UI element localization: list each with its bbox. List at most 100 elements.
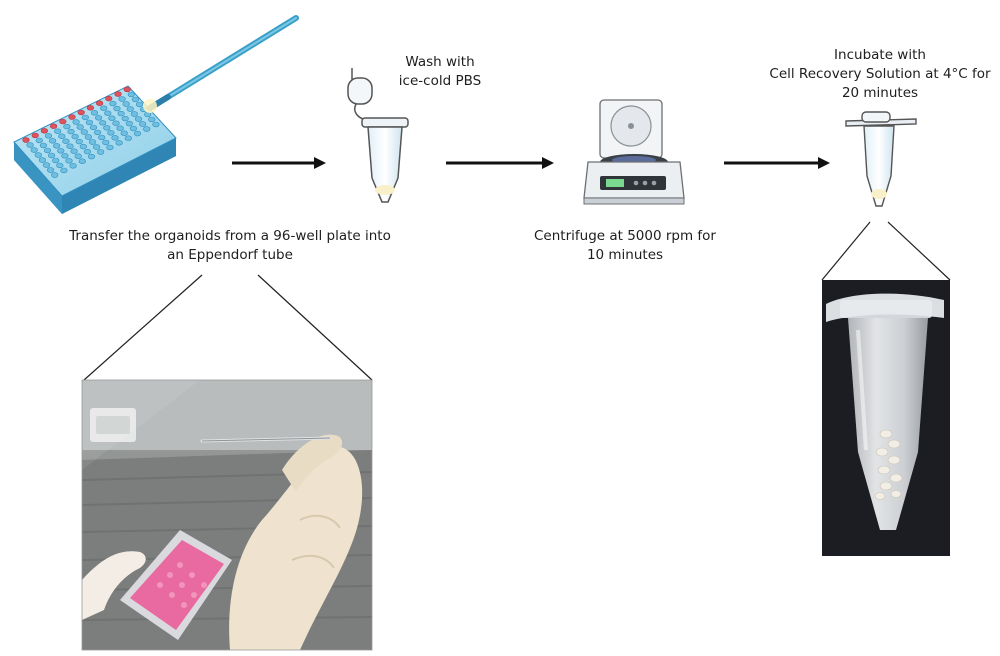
plate-well xyxy=(54,128,62,134)
plate-well xyxy=(94,115,103,121)
plate-well xyxy=(102,139,110,146)
caption-line: an Eppendorf tube xyxy=(167,247,293,263)
plate-well xyxy=(52,157,60,164)
well-plate-icon xyxy=(13,85,177,214)
caption-line: Cell Recovery Solution at 4°C for xyxy=(769,66,991,82)
plate-well xyxy=(113,105,121,112)
plate-well xyxy=(59,118,67,125)
plate-well xyxy=(117,110,125,117)
transfer-photo xyxy=(81,379,373,651)
plate-well xyxy=(126,106,134,112)
plate-well xyxy=(120,130,128,136)
plate-well xyxy=(62,138,70,144)
caption-line: Incubate with xyxy=(834,47,926,63)
plate-well xyxy=(89,124,98,131)
plate-well xyxy=(118,96,126,102)
plate-well xyxy=(125,120,133,127)
pipette-icon xyxy=(143,15,299,113)
plate-well xyxy=(98,134,106,141)
plate-well xyxy=(56,162,64,169)
plate-well xyxy=(44,133,53,139)
plate-well xyxy=(90,110,99,116)
plate-well xyxy=(65,158,73,164)
plate-well xyxy=(42,162,51,168)
tube-photo xyxy=(822,280,950,556)
plate-well xyxy=(77,109,85,116)
plate-well xyxy=(49,123,58,129)
plate-well xyxy=(148,116,156,123)
plate-well xyxy=(40,128,49,134)
plate-well xyxy=(57,148,65,154)
plate-well xyxy=(51,172,59,178)
plate-well xyxy=(99,120,107,126)
plate-well xyxy=(133,130,142,137)
plate-well xyxy=(39,142,48,149)
plate-well xyxy=(124,135,132,141)
plate-well xyxy=(67,128,75,135)
closed-tube-icon xyxy=(845,111,917,207)
plate-well xyxy=(22,137,30,143)
plate-well xyxy=(108,115,116,121)
plate-well xyxy=(26,142,34,148)
plate-well xyxy=(92,144,101,150)
plate-well xyxy=(152,121,160,128)
plate-well xyxy=(86,105,94,111)
plate-well xyxy=(63,123,71,130)
plate-well xyxy=(83,148,91,155)
plate-well xyxy=(30,147,38,153)
plate-well xyxy=(34,152,42,158)
plate-well xyxy=(105,95,113,102)
plate-well xyxy=(112,120,120,126)
plate-well xyxy=(79,143,87,150)
plate-well xyxy=(66,143,74,149)
caption-transfer: Transfer the organoids from a 96-well pl… xyxy=(20,227,440,265)
plate-well xyxy=(139,121,147,127)
plate-well xyxy=(38,157,47,163)
zoom-lines-right xyxy=(821,221,951,281)
plate-well xyxy=(97,149,105,155)
plate-well xyxy=(81,114,89,121)
plate-well xyxy=(134,116,143,122)
plate-well xyxy=(48,138,57,144)
plate-well xyxy=(115,140,123,146)
plate-well xyxy=(69,163,77,169)
plate-well xyxy=(93,129,102,136)
caption-line: Transfer the organoids from a 96-well pl… xyxy=(69,228,391,244)
plate-well xyxy=(143,126,151,132)
centrifuge-icon xyxy=(583,99,685,205)
plate-well xyxy=(53,143,61,149)
plate-well xyxy=(80,129,88,135)
plate-well xyxy=(58,133,66,139)
arrow-centrifuge-to-incubate xyxy=(724,157,830,169)
plate-well xyxy=(104,110,112,116)
plate-well xyxy=(46,167,55,173)
plate-well xyxy=(47,152,56,159)
plate-well xyxy=(114,91,122,97)
plate-well xyxy=(35,137,43,144)
caption-line: ice-cold PBS xyxy=(398,73,482,89)
plate-well xyxy=(78,158,86,164)
zoom-lines-left xyxy=(83,274,373,381)
plate-well xyxy=(84,134,92,140)
plate-well xyxy=(70,148,78,154)
caption-line: Centrifuge at 5000 rpm for xyxy=(534,228,716,244)
plate-well xyxy=(88,139,97,145)
plate-well xyxy=(107,130,115,136)
plate-well xyxy=(116,125,124,131)
plate-well xyxy=(72,119,80,125)
plate-well xyxy=(75,138,83,145)
plate-well xyxy=(103,125,111,131)
plate-well xyxy=(121,115,129,122)
plate-well xyxy=(85,119,93,126)
plate-well xyxy=(123,86,131,93)
plate-well xyxy=(31,132,39,139)
open-tube-icon xyxy=(347,68,409,203)
plate-well xyxy=(60,167,68,174)
plate-well xyxy=(87,153,96,160)
plate-well xyxy=(61,153,69,159)
